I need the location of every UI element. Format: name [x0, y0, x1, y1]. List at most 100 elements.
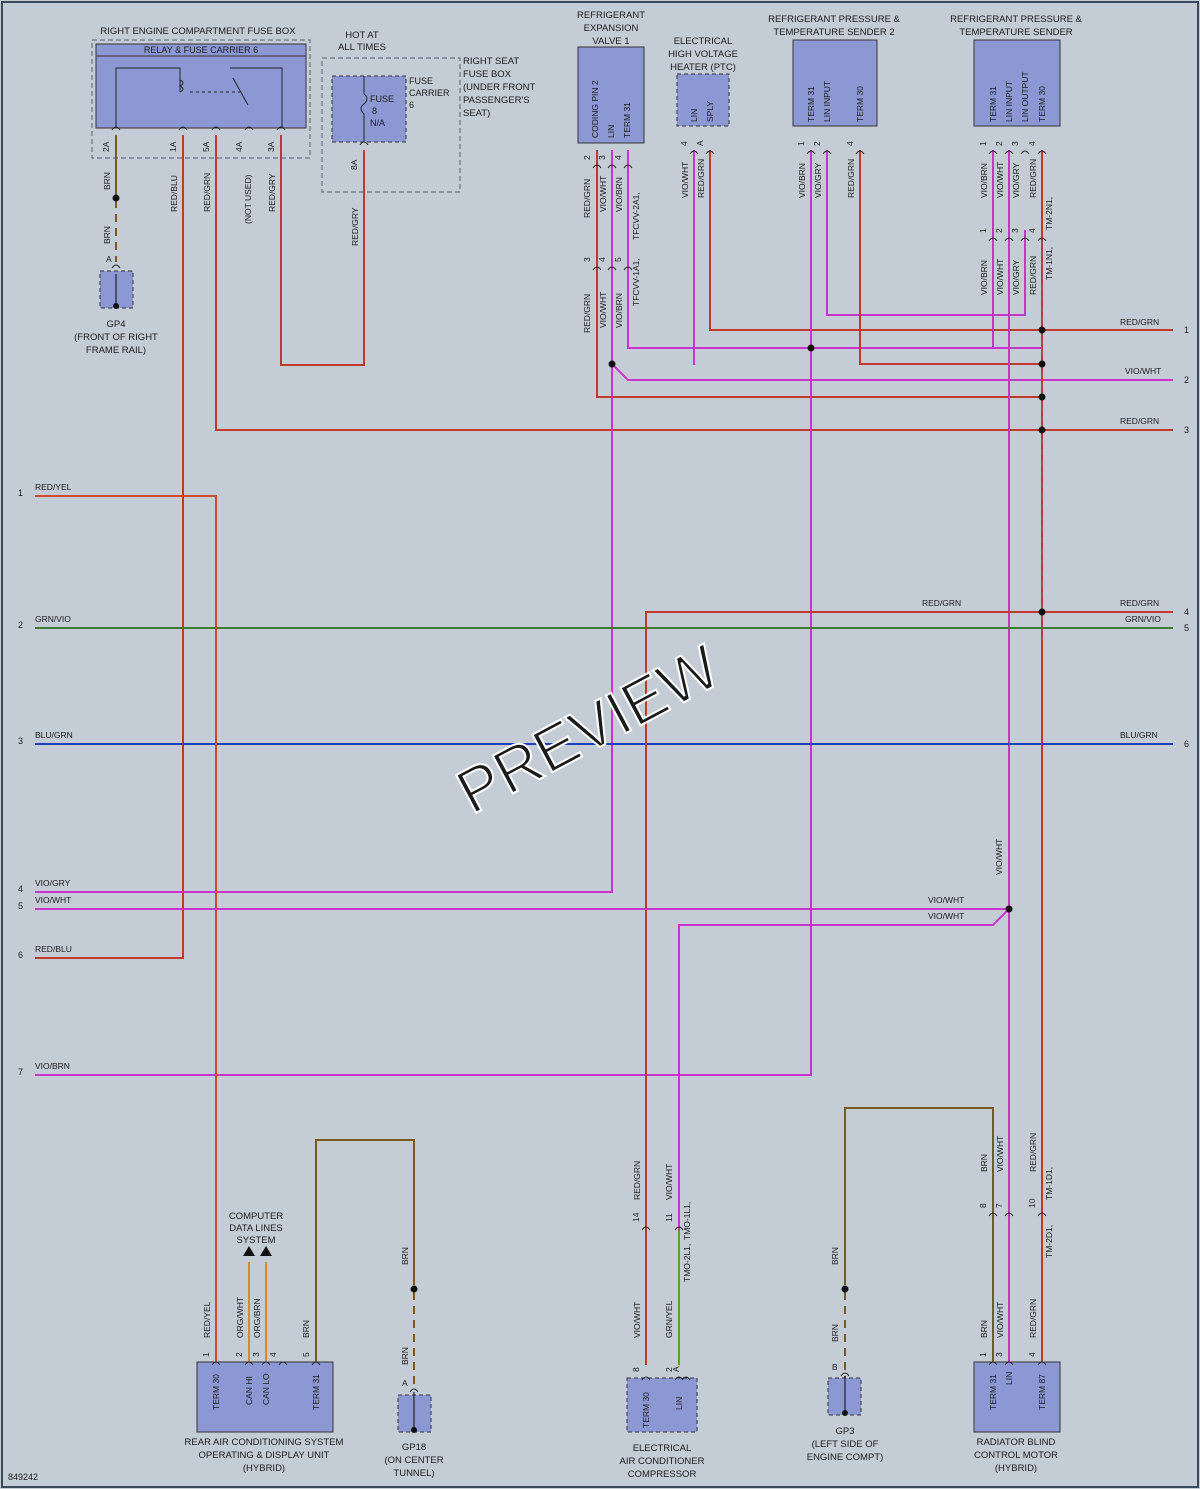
seat-fuse-box: FUSE 8 N/A FUSE CARRIER 6 RIGHT SEAT FUS… — [321, 56, 535, 193]
svg-text:LIN OUTPUT: LIN OUTPUT — [1020, 71, 1030, 122]
rear-terminal — [261, 1361, 271, 1366]
svg-text:BLU/GRN: BLU/GRN — [1120, 730, 1158, 740]
svg-text:VIO/WHT: VIO/WHT — [632, 1302, 642, 1338]
svg-text:VIO/WHT: VIO/WHT — [995, 1302, 1005, 1338]
svg-text:RED/GRN: RED/GRN — [582, 294, 592, 333]
wire-red-grn-3 — [215, 135, 1173, 431]
svg-text:REFRIGERANT: REFRIGERANT — [577, 10, 645, 21]
svg-text:TERM 31: TERM 31 — [988, 1374, 998, 1410]
svg-text:VIO/GRY: VIO/GRY — [1011, 162, 1021, 198]
svg-text:BRN: BRN — [102, 226, 112, 244]
rb-pin-num: 4 — [1027, 1352, 1037, 1357]
wire-ptc-red-grn — [709, 150, 1173, 331]
svg-text:LIN: LIN — [674, 1397, 684, 1410]
svg-text:VIO/GRY: VIO/GRY — [813, 162, 823, 198]
rb-inline-pin-num: 8 — [978, 1203, 988, 1208]
ac-compressor: TERM 30 LIN ELECTRICAL AIR CONDITIONER C… — [620, 1377, 705, 1480]
wire-rear-brn — [315, 1139, 415, 1365]
svg-text:BRN: BRN — [301, 1320, 311, 1338]
rb-inline-pin-num: 7 — [994, 1203, 1004, 1208]
svg-text:TEMPERATURE SENDER: TEMPERATURE SENDER — [959, 27, 1072, 38]
svg-text:LIN INPUT: LIN INPUT — [822, 81, 832, 122]
gp4-terminal — [111, 264, 121, 269]
svg-text:VIO/WHT: VIO/WHT — [995, 162, 1005, 198]
svg-text:BRN: BRN — [830, 1247, 840, 1265]
svg-text:RED/GRN: RED/GRN — [696, 159, 706, 198]
svg-text:COMPUTER: COMPUTER — [229, 1211, 284, 1222]
splices — [112, 194, 1046, 1293]
fuse-box: RIGHT ENGINE COMPARTMENT FUSE BOX RELAY … — [91, 26, 311, 159]
rear-terminal — [278, 1361, 288, 1366]
right-edge-number: 4 — [1184, 607, 1189, 617]
wire-s2-red-grn — [859, 150, 1042, 365]
ps-terminal — [988, 150, 998, 155]
figure-id: 849242 — [8, 1472, 38, 1482]
svg-text:FRAME RAIL): FRAME RAIL) — [86, 345, 146, 356]
fuse-box-pin-label: 3A — [266, 141, 276, 152]
rear-pin-num: 4 — [268, 1352, 278, 1357]
rear-pin-num: 5 — [301, 1352, 311, 1357]
rear-terminal — [244, 1361, 254, 1366]
wire-labels: BRN BRN RED/BLU RED/GRN (NOT USED) RED/G… — [102, 159, 1161, 1365]
fuse-8-num: 8 — [372, 106, 377, 116]
svg-text:TERM 30: TERM 30 — [641, 1392, 651, 1428]
rb-inline-terminal — [1004, 1212, 1014, 1217]
svg-text:RED/GRY: RED/GRY — [267, 173, 277, 212]
ps-inline-terminal — [1020, 237, 1030, 242]
svg-text:LIN: LIN — [689, 109, 699, 122]
rb-terminal — [1037, 1361, 1047, 1366]
left-edge-number: 5 — [18, 901, 23, 911]
fc-label-3: 6 — [409, 100, 414, 110]
svg-text:RED/GRN: RED/GRN — [632, 1161, 642, 1200]
right-edge-number: 2 — [1184, 375, 1189, 385]
svg-text:(HYBRID): (HYBRID) — [243, 1463, 285, 1474]
ev-terminal — [623, 164, 633, 169]
ps2-pin-num: 4 — [845, 141, 855, 146]
svg-text:TFCVV-1A1,: TFCVV-1A1, — [631, 258, 641, 306]
svg-text:A: A — [106, 254, 112, 264]
svg-text:RED/BLU: RED/BLU — [169, 175, 179, 212]
rear-ac-unit: TERM 30 CAN HI CAN LO TERM 31 REAR AIR C… — [185, 1361, 344, 1474]
comp-pin-num: A — [671, 1366, 681, 1372]
svg-text:RED/GRN: RED/GRN — [1120, 317, 1159, 327]
ground-gp3: B GP3 (LEFT SIDE OF ENGINE COMPT) — [807, 1362, 884, 1463]
svg-text:BRN: BRN — [979, 1154, 989, 1172]
svg-text:VIO/BRN: VIO/BRN — [797, 163, 807, 198]
svg-text:LIN: LIN — [606, 125, 616, 138]
pt-sender: REFRIGERANT PRESSURE & TEMPERATURE SENDE… — [950, 14, 1083, 127]
ps-pin-num: 4 — [1027, 141, 1037, 146]
svg-text:GP4: GP4 — [106, 319, 125, 330]
svg-text:VIO/GRY: VIO/GRY — [1011, 259, 1021, 295]
svg-text:ELECTRICAL: ELECTRICAL — [633, 1443, 692, 1454]
rear-pin-num: 3 — [251, 1352, 261, 1357]
svg-text:VIO/WHT: VIO/WHT — [598, 292, 608, 328]
svg-text:TMO-2L1,: TMO-2L1, — [682, 1244, 692, 1282]
svg-text:AIR CONDITIONER: AIR CONDITIONER — [620, 1456, 705, 1467]
svg-text:TM-1N1,: TM-1N1, — [1044, 247, 1054, 280]
svg-text:BRN: BRN — [830, 1324, 840, 1342]
comp-terminal — [641, 1376, 651, 1381]
svg-text:EXPANSION: EXPANSION — [584, 23, 639, 34]
ps-inline-pin-num: 4 — [1027, 228, 1037, 233]
expansion-valve: REFRIGERANT EXPANSION VALVE 1 CODING PIN… — [577, 10, 645, 144]
ps-pin-num: 3 — [1010, 141, 1020, 146]
ev-pin-num: 3 — [597, 155, 607, 160]
wire-s2-vio-brn — [35, 150, 812, 1076]
svg-text:VIO/WHT: VIO/WHT — [994, 839, 1004, 875]
ev-inline-terminal — [592, 266, 602, 271]
comp-inline-terminal — [641, 1226, 651, 1231]
svg-text:SYSTEM: SYSTEM — [236, 1235, 275, 1246]
svg-text:GP3: GP3 — [835, 1426, 854, 1437]
svg-text:VALVE 1: VALVE 1 — [592, 36, 629, 47]
computer-data-lines: COMPUTER DATA LINES SYSTEM — [229, 1211, 284, 1256]
wire-red-gry — [280, 135, 365, 366]
fc-label-2: CARRIER — [409, 88, 450, 98]
gp18-terminal — [409, 1388, 419, 1393]
svg-text:VIO/WHT: VIO/WHT — [928, 911, 964, 921]
svg-text:TERM 87: TERM 87 — [1037, 1374, 1047, 1410]
svg-text:CAN LO: CAN LO — [261, 1373, 271, 1405]
svg-text:TERM 30: TERM 30 — [211, 1374, 221, 1410]
svg-text:ORG/BRN: ORG/BRN — [252, 1298, 262, 1338]
rear-terminal — [211, 1361, 221, 1366]
